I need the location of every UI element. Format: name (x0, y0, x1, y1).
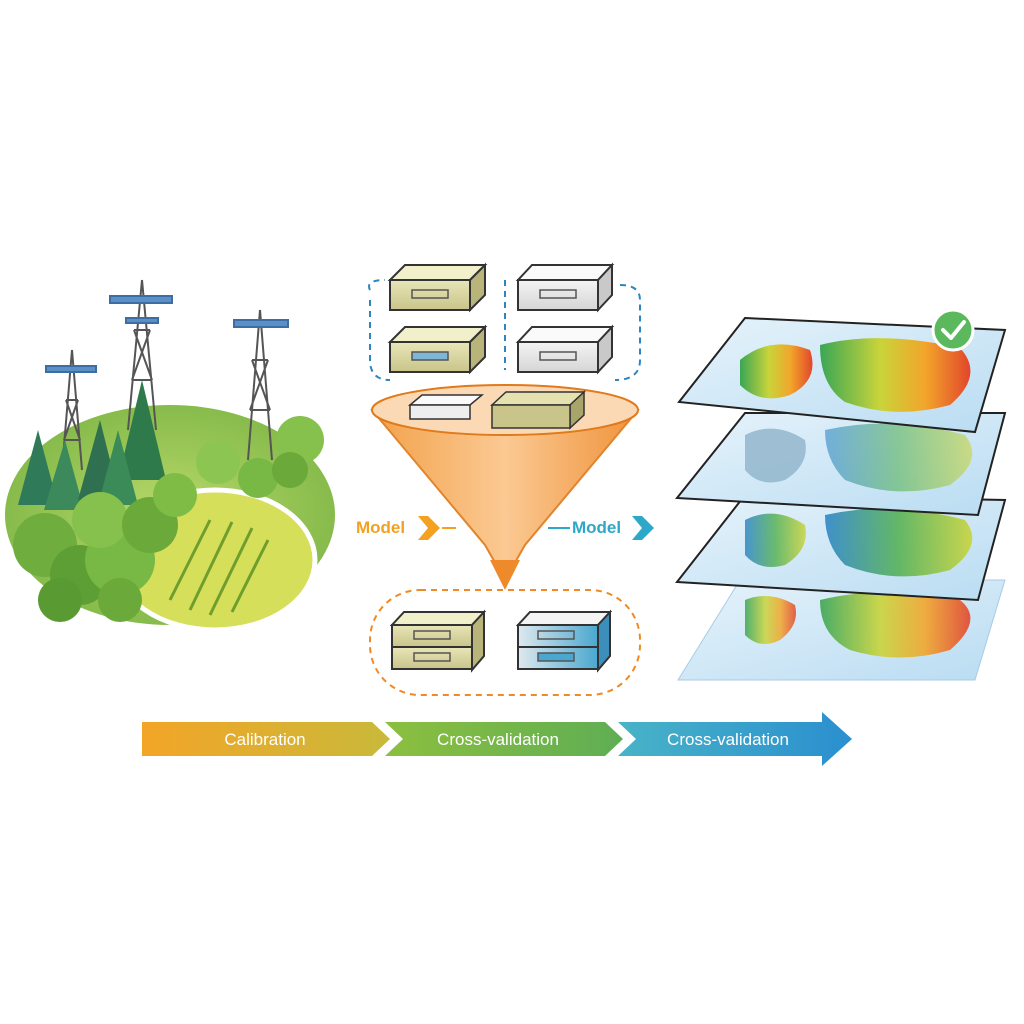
data-block (387, 262, 488, 313)
stage-cross-validation-2-label: Cross-validation (667, 730, 789, 749)
crop-rows (168, 519, 270, 616)
map-layer (677, 579, 1006, 681)
map-layer (675, 412, 1007, 517)
data-block (389, 609, 487, 673)
sensor-tower (45, 349, 97, 471)
data-block (387, 324, 488, 375)
data-block (515, 262, 615, 313)
data-blocks-bottom (369, 589, 641, 696)
stage-cross-validation-2: Cross-validation (618, 712, 852, 766)
model-arrow-left: Model (356, 516, 456, 540)
funnel-data-items (407, 390, 586, 430)
forest-scene (5, 279, 335, 633)
stage-cross-validation-1-label: Cross-validation (437, 730, 559, 749)
sensor-tower (233, 309, 289, 461)
conifer-trees (18, 380, 166, 510)
check-circle-icon (931, 308, 975, 352)
stage-calibration-label: Calibration (224, 730, 305, 749)
data-blocks-top (368, 262, 641, 381)
process-stages: Calibration Cross-validation Cross-valid… (142, 712, 852, 766)
sensor-tower (109, 279, 173, 431)
map-stack (675, 308, 1007, 681)
funnel (370, 384, 640, 590)
stage-calibration: Calibration (142, 722, 390, 756)
map-layer (675, 493, 1007, 602)
stage-cross-validation-1: Cross-validation (385, 722, 623, 756)
model-arrow-right-label: Model (572, 518, 621, 537)
data-block (515, 609, 613, 673)
model-arrow-right: Model (548, 516, 654, 540)
map-layer (677, 316, 1007, 434)
data-block (515, 324, 615, 375)
deciduous-trees (13, 416, 324, 622)
model-arrow-left-label: Model (356, 518, 405, 537)
